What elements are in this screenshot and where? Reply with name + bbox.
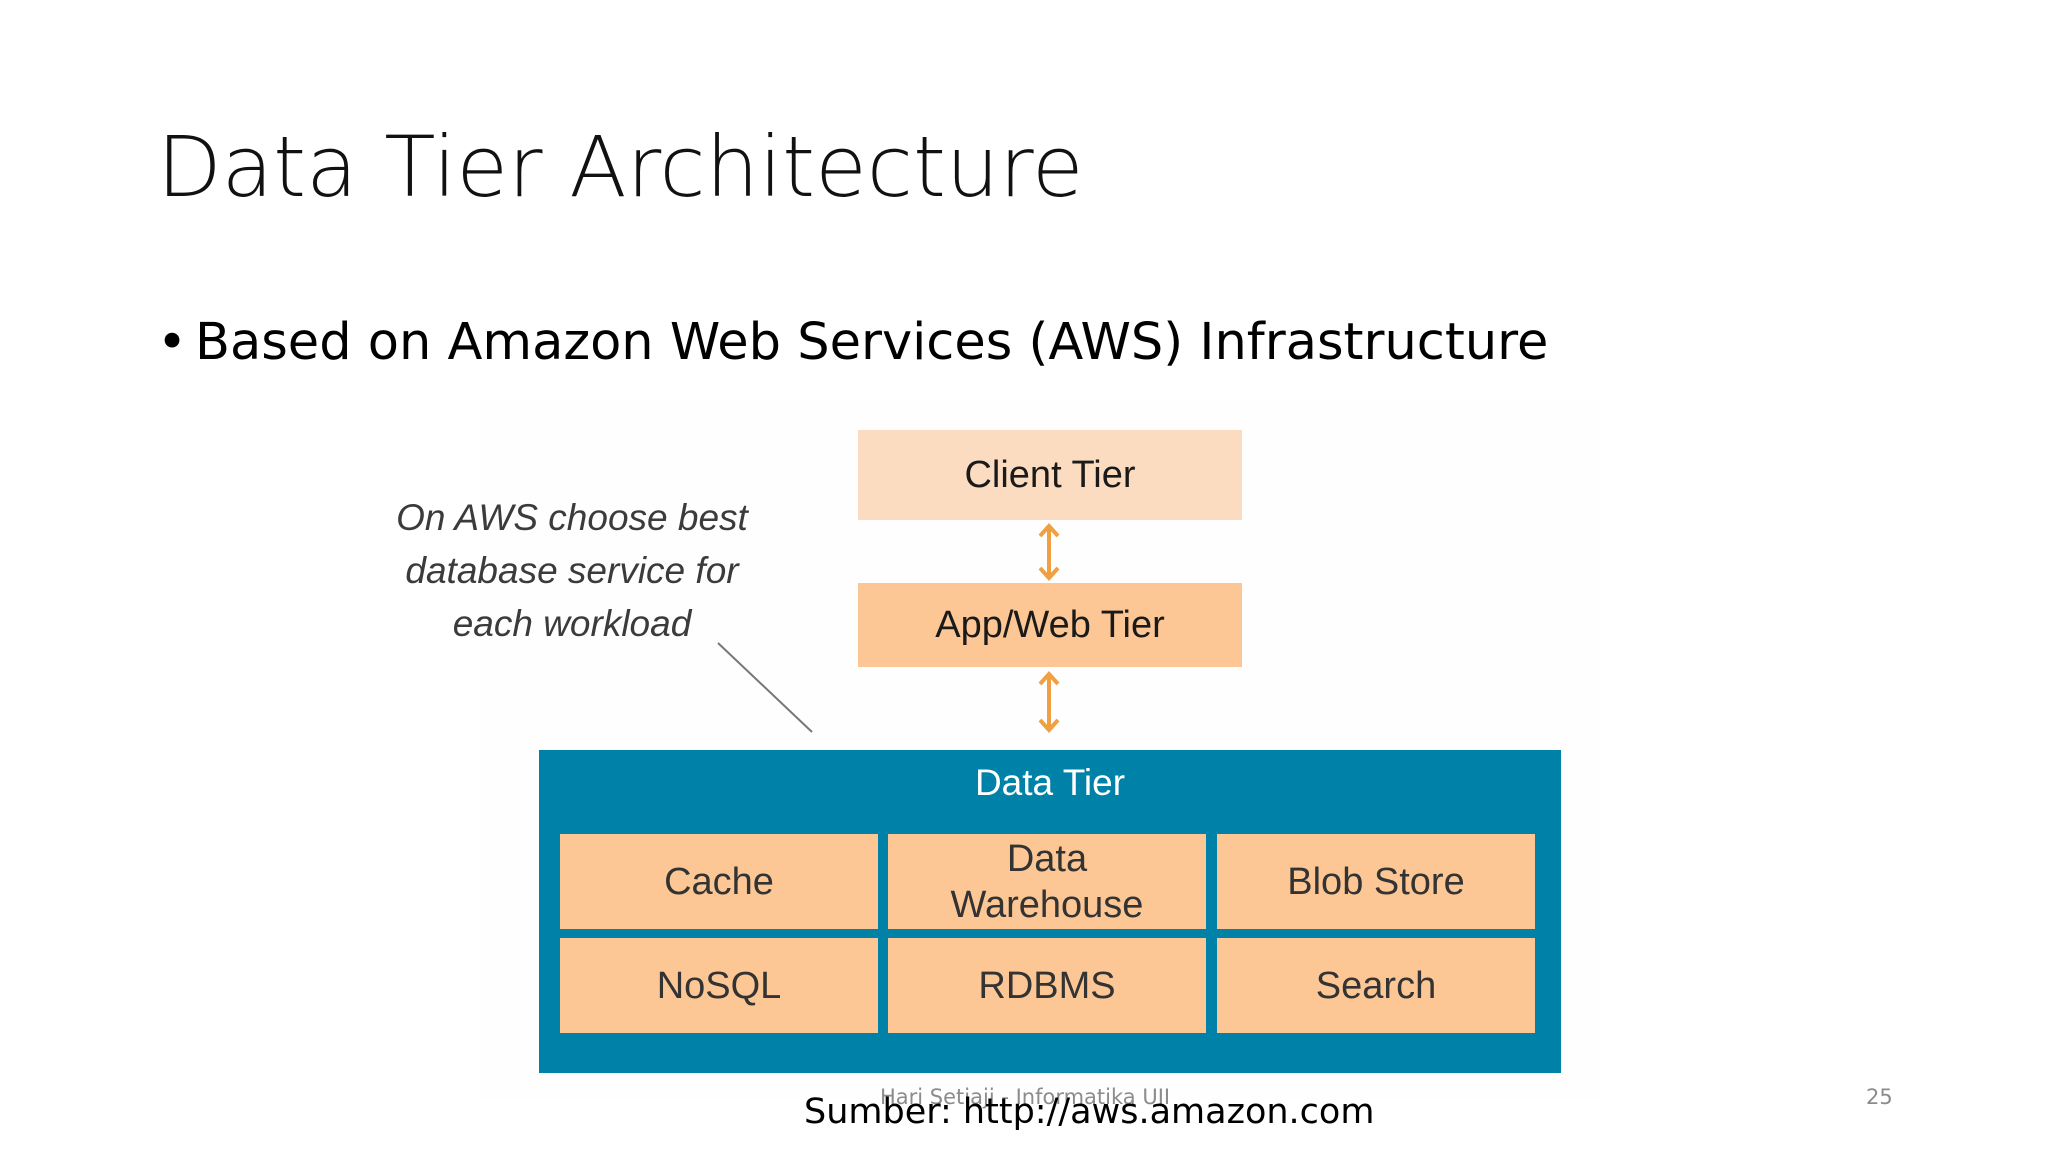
nosql-cell: NoSQL	[560, 938, 878, 1033]
annotation-line: database service for	[405, 550, 739, 591]
cell-label: Data Warehouse	[950, 837, 1144, 926]
bidirectional-arrow-icon	[1038, 671, 1060, 733]
source-citation: Sumber: http://aws.amazon.com	[804, 1092, 1375, 1132]
slide-title: Data Tier Architecture	[157, 118, 1084, 216]
cell-label: Blob Store	[1287, 860, 1465, 903]
cache-cell: Cache	[560, 834, 878, 929]
cell-label: Search	[1315, 964, 1437, 1007]
app-web-tier-box: App/Web Tier	[858, 583, 1242, 667]
cell-label: Cache	[664, 860, 774, 903]
bidirectional-arrow-icon	[1038, 523, 1060, 581]
bullet-item: •Based on Amazon Web Services (AWS) Infr…	[157, 313, 1548, 372]
data-tier-label: Data Tier	[974, 762, 1126, 803]
annotation-leader-line	[717, 642, 813, 733]
annotation-line: each workload	[452, 603, 692, 644]
annotation-line: On AWS choose best	[396, 497, 748, 538]
footer-author: Hari Setiaji - Informatika UII	[880, 1085, 1171, 1109]
data-warehouse-cell: Data Warehouse	[888, 834, 1206, 929]
app-web-tier-label: App/Web Tier	[935, 603, 1165, 646]
page-number: 25	[1866, 1085, 1893, 1109]
bullet-text: Based on Amazon Web Services (AWS) Infra…	[195, 313, 1549, 372]
rdbms-cell: RDBMS	[888, 938, 1206, 1033]
cell-label: RDBMS	[978, 964, 1116, 1007]
blob-store-cell: Blob Store	[1217, 834, 1535, 929]
client-tier-box: Client Tier	[858, 430, 1242, 520]
diagram-annotation: On AWS choose best database service for …	[362, 491, 782, 650]
data-tier-box: Data Tier Cache Data Warehouse Blob Stor…	[539, 750, 1561, 1073]
bullet-marker: •	[157, 313, 188, 372]
search-cell: Search	[1217, 938, 1535, 1033]
client-tier-label: Client Tier	[964, 453, 1136, 496]
cell-label: NoSQL	[656, 964, 782, 1007]
